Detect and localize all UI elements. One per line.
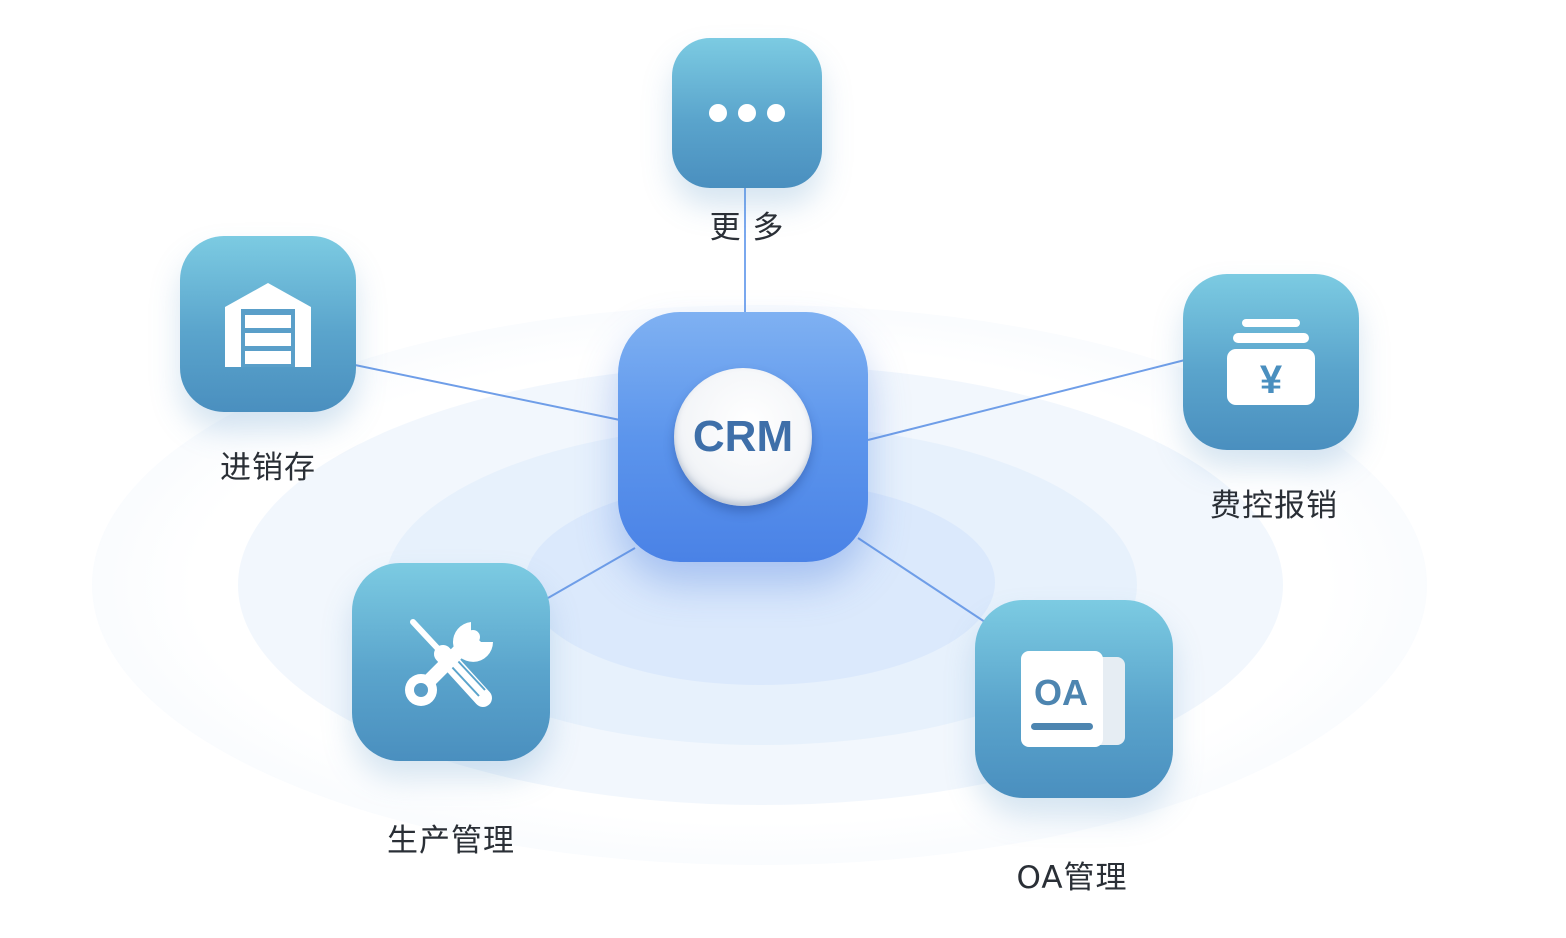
more-dots-icon — [709, 104, 785, 122]
connector-oa — [857, 537, 986, 623]
module-oa[interactable]: OA — [975, 600, 1173, 798]
module-expense[interactable]: ¥ — [1183, 274, 1359, 450]
connector-inventory — [354, 364, 621, 421]
module-production[interactable] — [352, 563, 550, 761]
connector-expense — [867, 359, 1186, 441]
oa-document-icon: OA — [1021, 651, 1125, 747]
crm-center-node[interactable]: CRM — [618, 312, 868, 562]
module-production-label: 生产管理 — [387, 823, 515, 859]
crm-label: CRM — [692, 412, 794, 461]
module-inventory-label: 进销存 — [220, 450, 316, 486]
svg-text:¥: ¥ — [1260, 358, 1283, 402]
connector-production — [547, 547, 636, 599]
crm-badge-icon: CRM — [674, 368, 812, 506]
module-expense-label: 费控报销 — [1210, 488, 1338, 524]
module-oa-label: OA管理 — [1016, 860, 1128, 896]
warehouse-icon — [225, 283, 311, 367]
module-inventory[interactable] — [180, 236, 356, 412]
tools-icon — [405, 618, 497, 707]
svg-text:OA: OA — [1034, 672, 1088, 713]
module-more-label: 更 多 — [709, 210, 785, 246]
yuan-wallet-icon: ¥ — [1227, 319, 1315, 405]
module-more[interactable] — [672, 38, 822, 188]
